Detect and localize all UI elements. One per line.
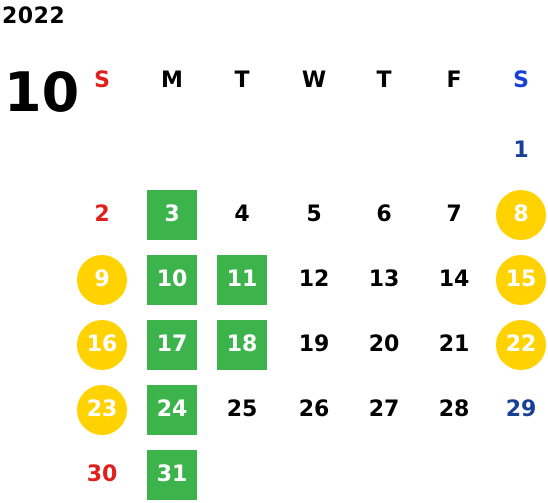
- day-cell-5: 5: [306, 202, 322, 227]
- day-cell-17: 17: [147, 320, 197, 370]
- weekday-0: S: [94, 68, 110, 93]
- day-cell-10: 10: [147, 255, 197, 305]
- day-cell-13: 13: [368, 267, 400, 292]
- year-label: 2022: [2, 4, 66, 29]
- day-cell-9: 9: [77, 255, 127, 305]
- day-cell-22: 22: [496, 320, 546, 370]
- day-cell-27: 27: [368, 397, 400, 422]
- weekday-4: T: [376, 68, 392, 93]
- day-cell-31: 31: [147, 450, 197, 500]
- day-cell-3: 3: [147, 190, 197, 240]
- day-cell-4: 4: [234, 202, 250, 227]
- day-cell-29: 29: [505, 397, 537, 422]
- day-cell-2: 2: [94, 202, 110, 227]
- day-cell-15: 15: [496, 255, 546, 305]
- day-cell-8: 8: [496, 190, 546, 240]
- weekday-6: S: [513, 68, 529, 93]
- month-label: 10: [4, 61, 80, 124]
- day-cell-24: 24: [147, 385, 197, 435]
- weekday-1: M: [161, 68, 183, 93]
- weekday-3: W: [301, 68, 327, 93]
- day-cell-28: 28: [438, 397, 470, 422]
- day-cell-30: 30: [86, 462, 118, 487]
- day-cell-16: 16: [77, 320, 127, 370]
- weekday-2: T: [234, 68, 250, 93]
- day-cell-14: 14: [438, 267, 470, 292]
- weekday-5: F: [446, 68, 462, 93]
- day-cell-23: 23: [77, 385, 127, 435]
- day-cell-25: 25: [226, 397, 258, 422]
- day-cell-12: 12: [298, 267, 330, 292]
- day-cell-7: 7: [446, 202, 462, 227]
- day-cell-6: 6: [376, 202, 392, 227]
- day-cell-19: 19: [298, 332, 330, 357]
- day-cell-18: 18: [217, 320, 267, 370]
- day-cell-20: 20: [368, 332, 400, 357]
- day-cell-21: 21: [438, 332, 470, 357]
- day-cell-1: 1: [513, 138, 529, 163]
- day-cell-11: 11: [217, 255, 267, 305]
- day-cell-26: 26: [298, 397, 330, 422]
